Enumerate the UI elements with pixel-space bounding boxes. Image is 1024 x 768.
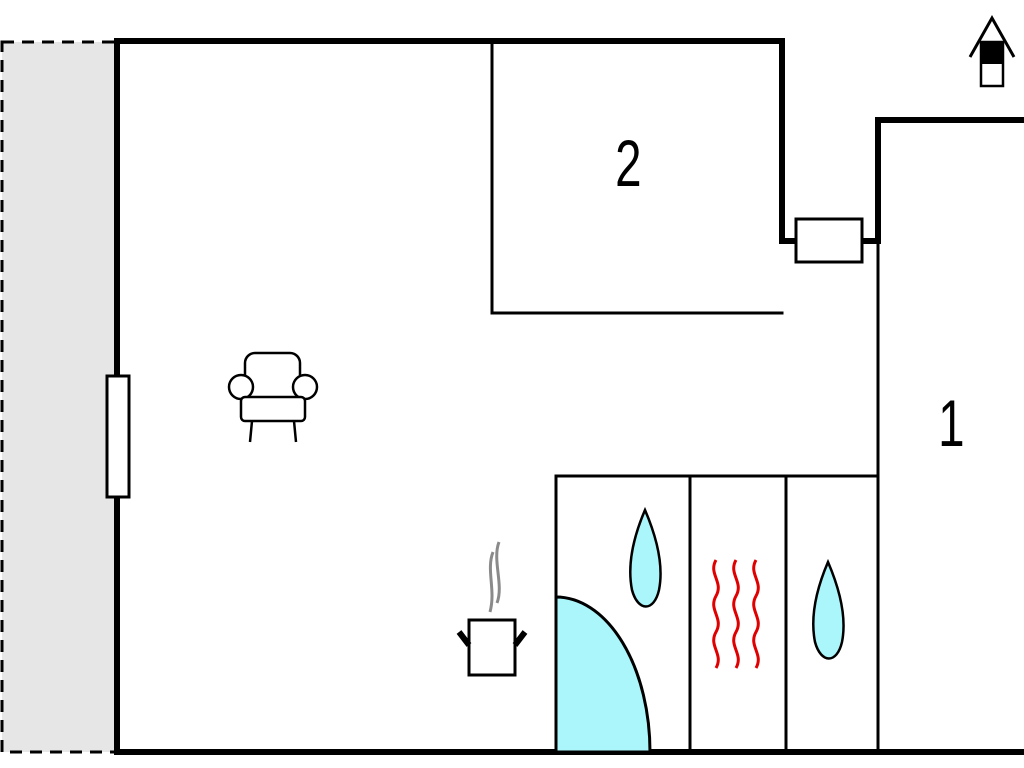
cooking-pot-icon xyxy=(456,541,528,677)
shower-icon xyxy=(554,595,652,754)
window-right xyxy=(794,217,864,264)
water-drop-icon xyxy=(628,506,662,608)
heating-icon xyxy=(712,559,760,669)
north-arrow-icon xyxy=(968,14,1016,88)
water-drop-icon xyxy=(811,558,845,660)
window-left xyxy=(105,374,131,499)
armchair-icon xyxy=(227,351,319,443)
room-label-2: 2 xyxy=(615,126,642,200)
terrace-area xyxy=(0,40,119,754)
room-label-1: 1 xyxy=(938,386,965,460)
